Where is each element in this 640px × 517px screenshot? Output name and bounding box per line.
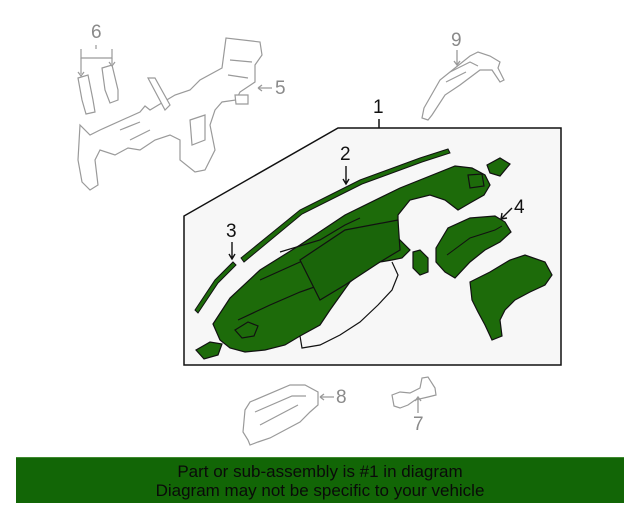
callout-5[interactable]: 5 [275,78,286,99]
part-6-brackets [77,45,119,115]
banner-line-2: Diagram may not be specific to your vehi… [155,480,485,500]
part-3-trim[interactable] [194,261,237,314]
callout-6[interactable]: 6 [91,22,102,43]
part-5-leader [257,84,272,92]
callout-7[interactable]: 7 [413,414,424,435]
part-8-bracket [242,384,319,446]
callout-2[interactable]: 2 [340,144,351,165]
callout-1[interactable]: 1 [373,97,384,118]
callout-9[interactable]: 9 [451,30,462,51]
part-5-beam [77,37,263,191]
callout-4[interactable]: 4 [514,197,525,218]
callout-3[interactable]: 3 [226,221,237,242]
lower-support[interactable] [469,254,553,341]
callout-8[interactable]: 8 [336,387,347,408]
part-2-strip[interactable] [240,148,451,263]
banner-line-1: Part or sub-assembly is #1 in diagram [177,461,463,481]
right-vent[interactable] [486,157,511,177]
part-9-bracket [421,51,505,121]
part-7-bracket [391,376,437,409]
part-4-hood[interactable] [435,215,512,279]
small-bracket[interactable] [412,249,429,276]
part-1-dashboard[interactable] [212,165,491,353]
disclaimer-banner: Part or sub-assembly is #1 in diagram Di… [16,457,624,503]
left-vent[interactable] [195,341,223,360]
